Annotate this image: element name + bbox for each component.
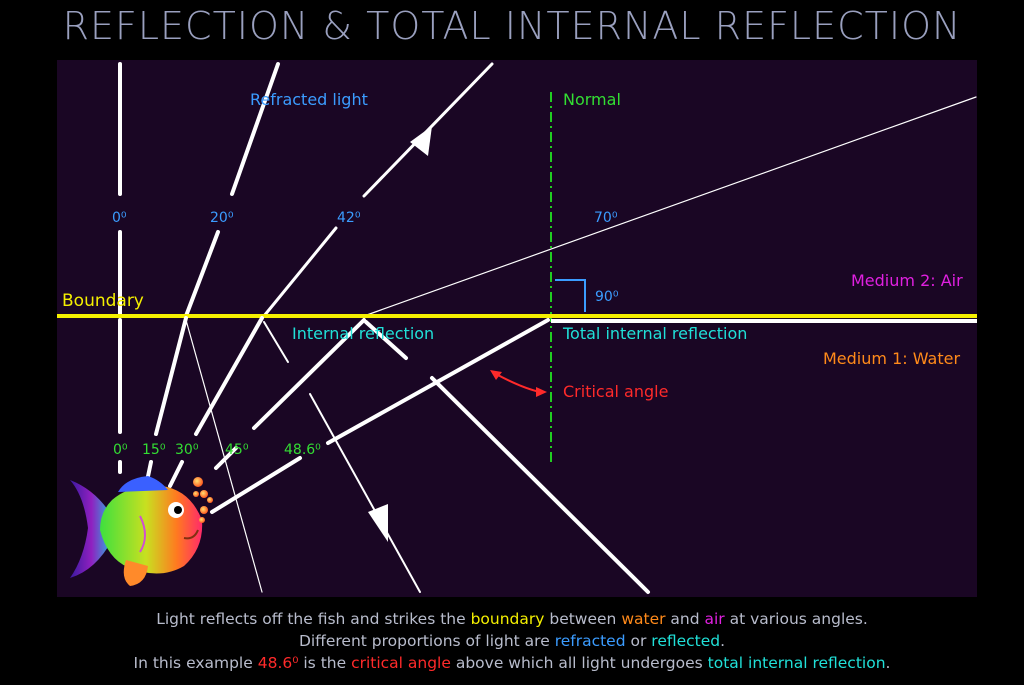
arrowhead-icon	[410, 126, 432, 156]
caption-boundary: boundary	[470, 610, 545, 628]
incident-rays	[118, 316, 550, 514]
incident-angle-label: 0⁰	[113, 442, 128, 458]
ray-15-incident	[154, 316, 188, 436]
caption-critical-value: 48.6⁰	[257, 654, 299, 672]
refracted-light-label: Refracted light	[250, 90, 368, 109]
ray-30-incident-stub	[168, 460, 184, 488]
critical-angle-label: Critical angle	[563, 382, 668, 401]
arrowhead-icon	[368, 504, 388, 542]
page-title: REFLECTION & TOTAL INTERNAL REFLECTION	[62, 4, 962, 48]
ray-30-incident	[194, 316, 264, 436]
reflected-rays	[185, 319, 650, 594]
internal-reflection-label: Internal reflection	[292, 324, 434, 343]
caption-tir: total internal reflection	[707, 654, 886, 672]
ray-45-reflected-lower	[430, 376, 650, 594]
ray-15-reflected	[185, 319, 263, 593]
ray-30-reflected-upper	[263, 321, 289, 363]
caption-line-2: Different proportions of light are refra…	[298, 632, 726, 650]
caption-line-1: Light reflects off the fish and strikes …	[156, 610, 868, 628]
incident-angle-label: 45⁰	[225, 442, 249, 458]
incident-angle-label: 48.6⁰	[284, 442, 321, 458]
ray-30-reflected-lower	[309, 393, 421, 593]
caption-reflected: reflected	[651, 632, 721, 650]
right-angle-marker	[555, 279, 586, 312]
caption-refracted: refracted	[554, 632, 626, 650]
medium-water-label: Medium 1: Water	[823, 349, 960, 368]
caption-water: water	[621, 610, 666, 628]
medium-air-label: Medium 2: Air	[851, 271, 963, 290]
right-angle-label: 90⁰	[595, 289, 619, 305]
bubbles-icon	[193, 477, 213, 523]
fish-icon	[70, 476, 203, 586]
caption-line-3: In this example 48.6⁰ is the critical an…	[133, 654, 891, 672]
refracted-rays	[118, 62, 977, 318]
ray-20-refracted-upper	[230, 62, 280, 196]
ray-45-incident	[252, 318, 366, 430]
ray-45-incident-stub	[214, 446, 238, 470]
ray-70-refracted	[363, 96, 977, 317]
refracted-angle-label: 0⁰	[112, 210, 127, 226]
diagram-panel	[57, 60, 977, 597]
caption-air: air	[704, 610, 725, 628]
refracted-angle-label: 70⁰	[594, 210, 618, 226]
ray-42-refracted-lower	[262, 226, 338, 318]
incident-angle-label: 15⁰	[142, 442, 166, 458]
ray-45-reflected-upper	[364, 320, 408, 360]
normal-label: Normal	[563, 90, 621, 109]
ray-20-refracted-lower	[184, 230, 220, 318]
caption: Light reflects off the fish and strikes …	[0, 608, 1024, 674]
total-internal-reflection-label: Total internal reflection	[562, 324, 747, 343]
curved-double-arrow-icon	[490, 370, 547, 397]
ray-critical-incident-lower	[210, 456, 302, 514]
refracted-angle-label: 42⁰	[337, 210, 361, 226]
refracted-angle-label: 20⁰	[210, 210, 234, 226]
boundary-label: Boundary	[62, 291, 144, 311]
caption-critical-angle: critical angle	[351, 654, 451, 672]
incident-angle-label: 30⁰	[175, 442, 199, 458]
